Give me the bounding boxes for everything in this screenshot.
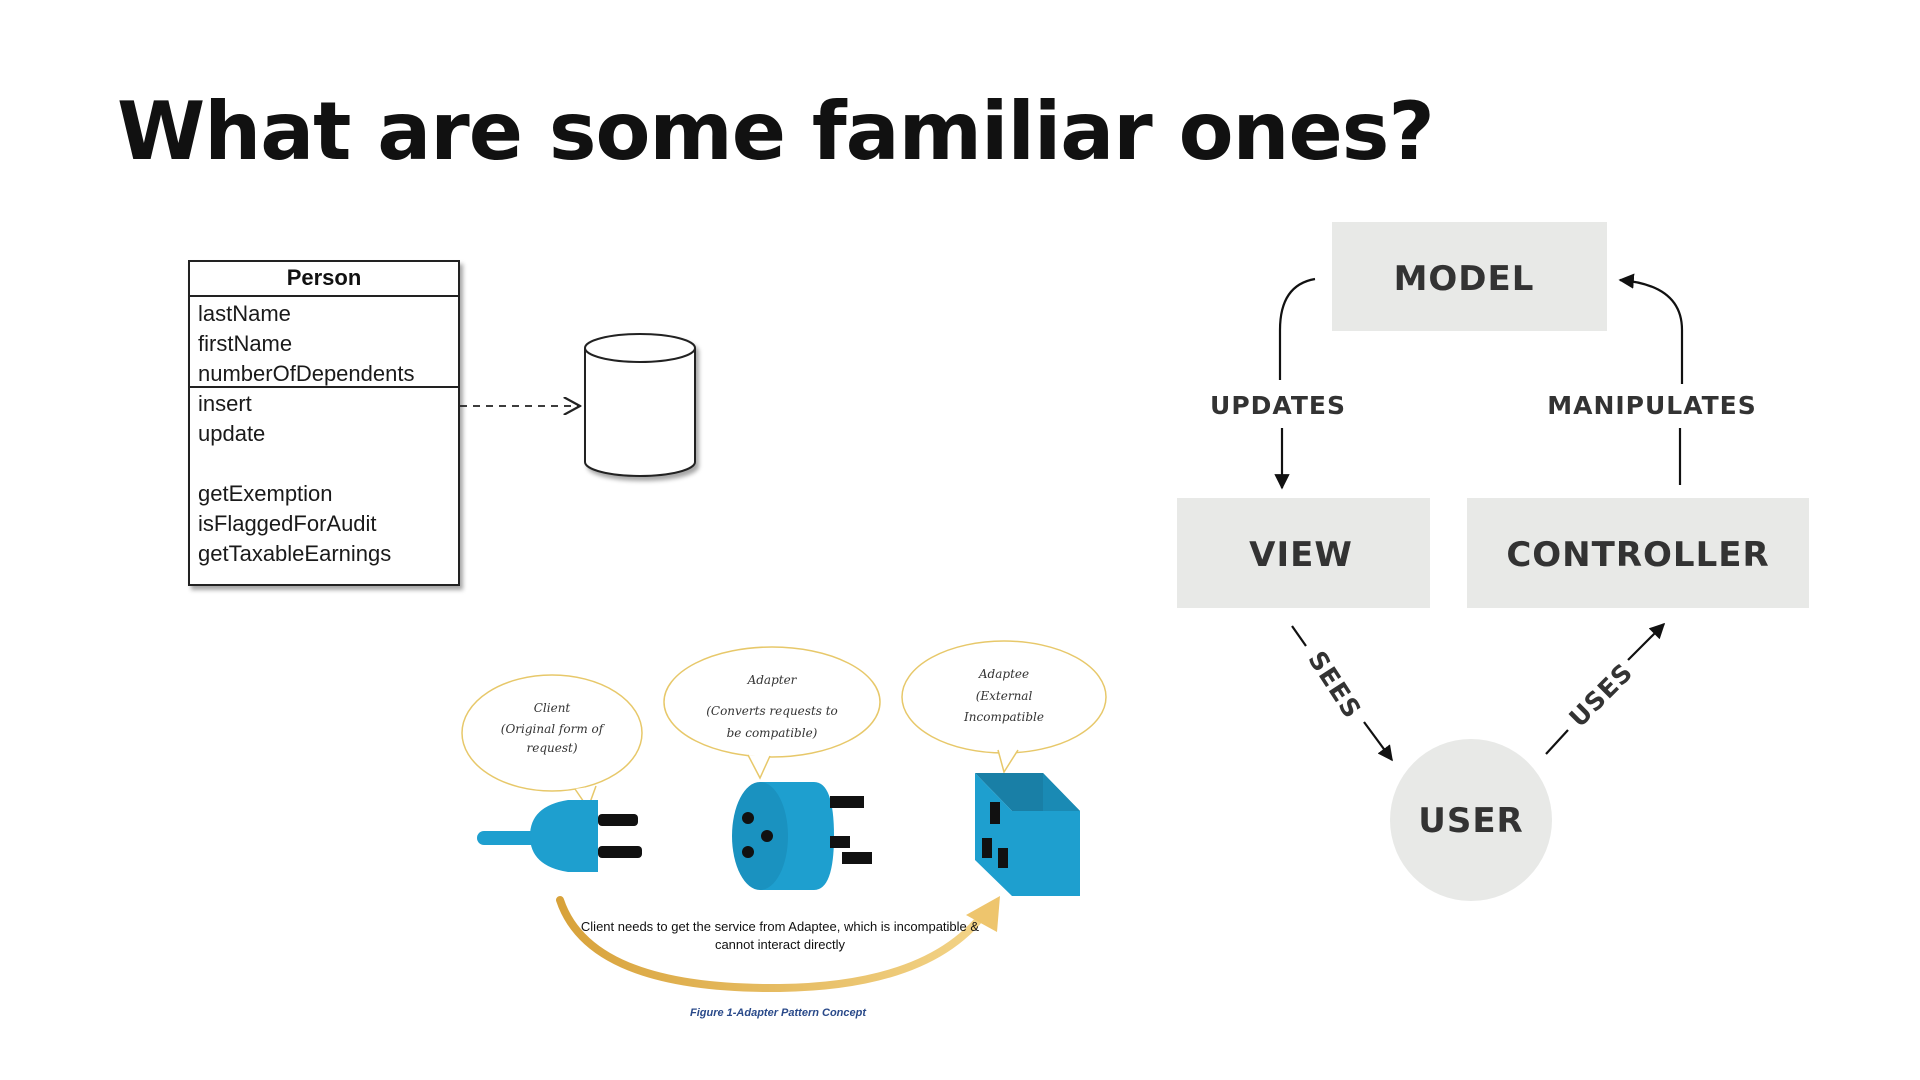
uses-arrow-head (1627, 622, 1666, 661)
uml-method: getTaxableEarnings (198, 541, 391, 566)
uml-class-person: Person lastName firstName numberOfDepend… (188, 260, 460, 586)
updates-arrow (1278, 277, 1316, 380)
plug-icon (477, 800, 642, 872)
adapter-icon (732, 782, 872, 890)
uml-method: getExemption (198, 481, 333, 506)
mvc-user-label: USER (1418, 801, 1524, 841)
sees-arrow-head (1363, 721, 1393, 762)
mvc-user-circle (1390, 739, 1552, 901)
adaptee-title: Adaptee (978, 667, 1029, 681)
connection-arrow (556, 896, 989, 993)
manipulates-label: MANIPULATES (1547, 391, 1757, 420)
slide-title: What are some familiar ones? (117, 85, 1435, 178)
adaptee-speech-bubble: Adaptee (External Incompatible (901, 640, 1107, 774)
uml-attribute: numberOfDependents (198, 361, 414, 386)
adapter-caption: cannot interact directly (715, 937, 846, 952)
adapter-caption: Client needs to get the service from Ada… (581, 919, 979, 934)
mvc-view-box (1177, 498, 1430, 608)
mvc-model-label: MODEL (1394, 259, 1535, 299)
figure-caption: Figure 1-Adapter Pattern Concept (690, 1007, 867, 1019)
uml-method: insert (198, 391, 252, 416)
sees-arrow-tail (1291, 625, 1307, 647)
connection-arrow-head (966, 896, 1000, 932)
client-desc: (Original form of (501, 722, 606, 736)
mvc-controller-label: CONTROLLER (1506, 535, 1769, 575)
socket-box-icon (975, 773, 1080, 896)
uses-label: USES (1563, 657, 1638, 732)
uml-method: isFlaggedForAudit (198, 511, 377, 536)
client-desc: request) (526, 741, 577, 755)
mvc-controller-box (1467, 498, 1809, 608)
adapter-title: Adapter (747, 673, 798, 687)
uml-class-name: Person (287, 265, 362, 290)
mvc-model-box (1332, 222, 1607, 331)
adapter-desc: (Converts requests to (706, 704, 838, 718)
mvc-diagram: MODEL VIEW CONTROLLER USER UPDATES MANIP… (1177, 222, 1809, 901)
client-speech-bubble: Client (Original form of request) (461, 674, 643, 810)
uses-arrow-tail (1545, 729, 1569, 755)
uml-attribute: lastName (198, 301, 291, 326)
adapter-pattern-figure: Client (Original form of request) Adapte… (461, 640, 1107, 1019)
adaptee-desc: Incompatible (963, 710, 1044, 724)
adapter-speech-bubble: Adapter (Converts requests to be compati… (663, 646, 881, 780)
sees-label: SEES (1302, 646, 1367, 724)
client-title: Client (534, 701, 571, 715)
database-cylinder-icon (584, 333, 696, 477)
uml-attribute: firstName (198, 331, 292, 356)
adaptee-desc: (External (976, 689, 1033, 703)
mvc-view-label: VIEW (1249, 535, 1353, 575)
updates-label: UPDATES (1210, 391, 1346, 420)
adapter-desc: be compatible) (727, 726, 818, 740)
uml-method: update (198, 421, 265, 446)
